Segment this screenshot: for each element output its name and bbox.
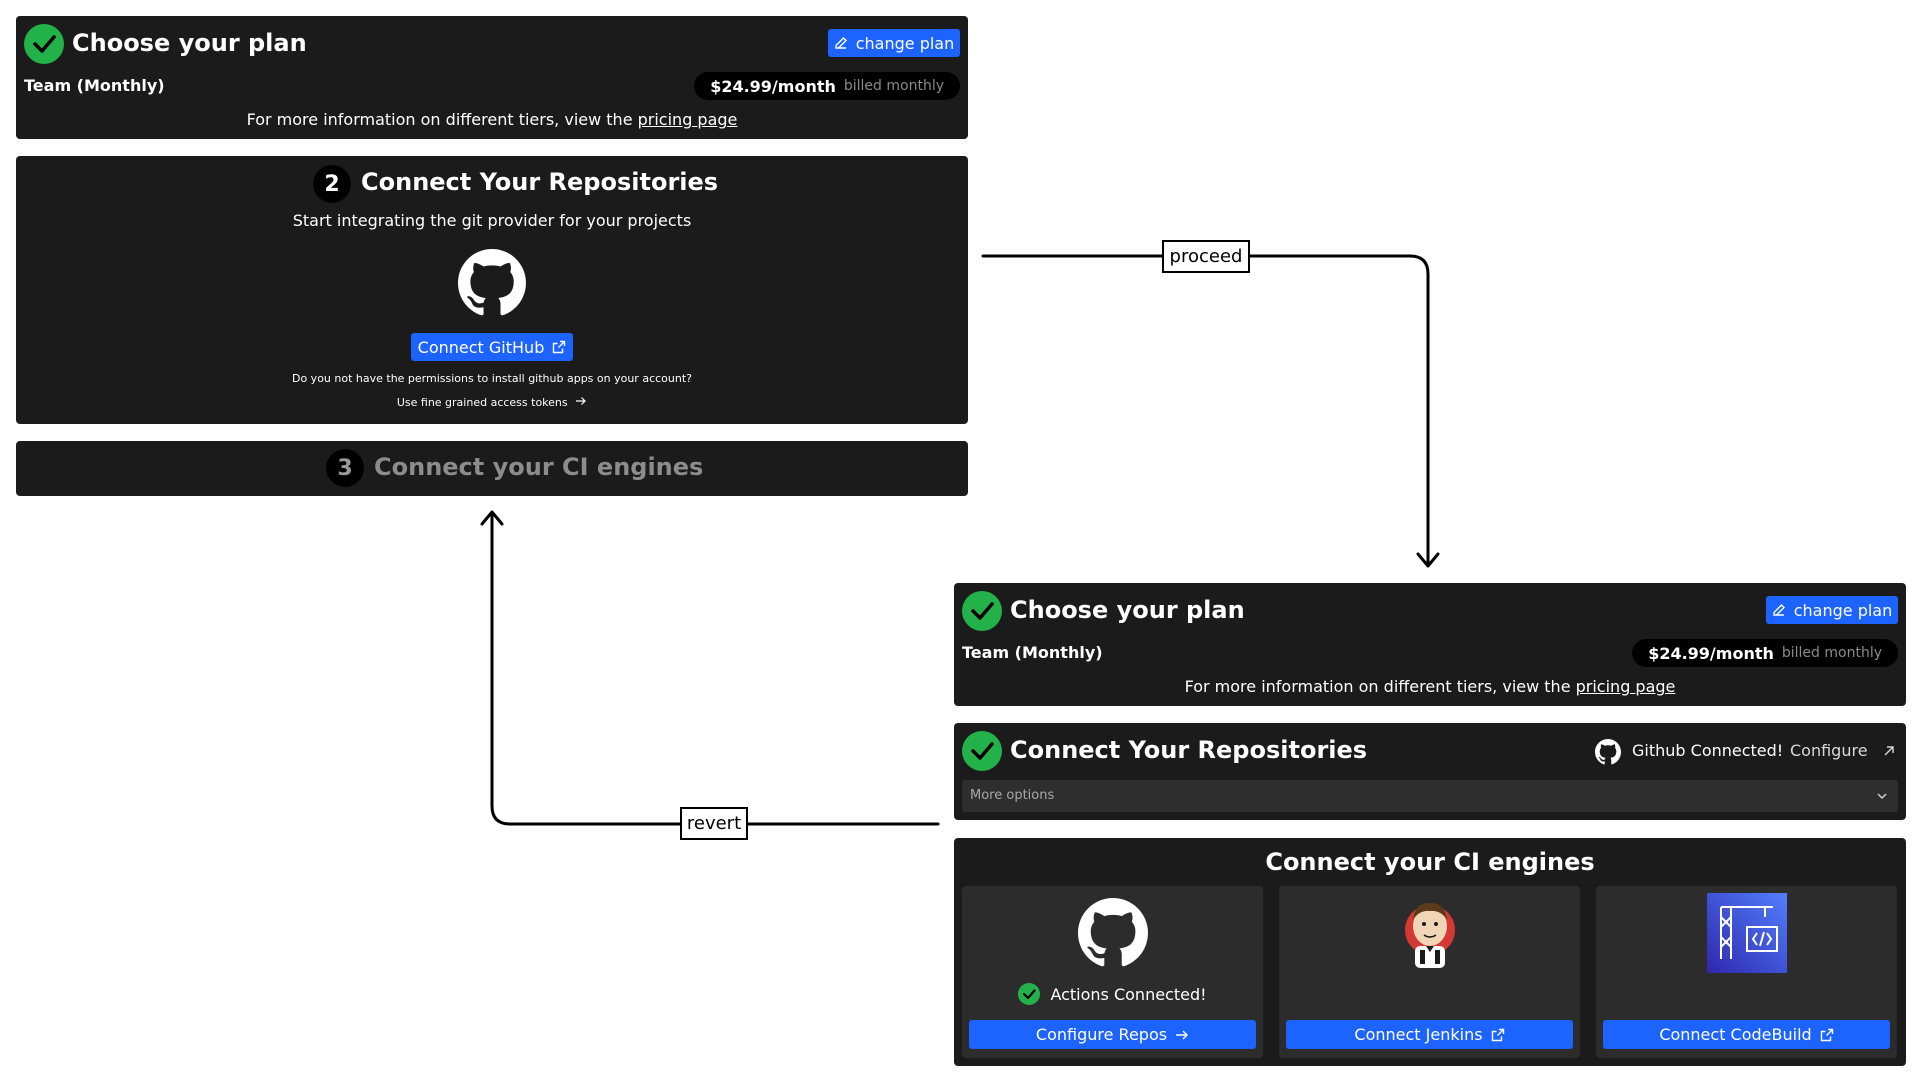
proceed-arrowhead [1416, 552, 1440, 568]
pricing-info: For more information on different tiers,… [16, 110, 968, 129]
price-pill: $24.99/month billed monthly [1632, 639, 1898, 667]
billing-period: billed monthly [1781, 645, 1882, 661]
arrow-right-icon [1176, 1030, 1189, 1039]
after-ci-panel: Connect your CI engines Actions Connecte… [954, 838, 1906, 1066]
before-ci-panel: 3 Connect your CI engines [16, 441, 968, 496]
pricing-info: For more information on different tiers,… [954, 677, 1906, 696]
change-plan-label: change plan [1793, 600, 1893, 620]
pencil-icon [1773, 604, 1785, 616]
actions-connected-label: Actions Connected! [1050, 984, 1207, 1004]
revert-label: revert [680, 807, 748, 840]
github-icon [458, 249, 526, 316]
connect-jenkins-button[interactable]: Connect Jenkins [1286, 1020, 1573, 1049]
pricing-page-link[interactable]: pricing page [637, 110, 738, 129]
repos-title: Connect Your Repositories [361, 168, 719, 196]
before-repos-panel: 2 Connect Your Repositories Start integr… [16, 156, 968, 424]
external-link-icon [553, 340, 566, 354]
proceed-arrow [981, 254, 1430, 566]
connect-github-button[interactable]: Connect GitHub [411, 333, 573, 361]
change-plan-button[interactable]: change plan [828, 29, 960, 57]
connect-codebuild-label: Connect CodeBuild [1659, 1025, 1812, 1044]
codebuild-icon [1707, 893, 1787, 973]
billing-period: billed monthly [843, 78, 944, 94]
pricing-page-link[interactable]: pricing page [1575, 677, 1676, 696]
change-plan-label: change plan [855, 33, 955, 53]
github-icon [1595, 739, 1621, 765]
check-circle-icon [962, 731, 1002, 771]
plan-title: Choose your plan [1010, 596, 1245, 624]
arrow-right-icon [576, 397, 586, 405]
configure-repos-button[interactable]: Configure Repos [969, 1020, 1256, 1049]
connect-jenkins-label: Connect Jenkins [1354, 1025, 1483, 1044]
pricing-info-text: For more information on different tiers,… [246, 110, 638, 129]
step-number-badge: 2 [313, 165, 351, 203]
price-value: $24.99/month [710, 76, 836, 96]
repos-title: Connect Your Repositories [1010, 736, 1368, 764]
pricing-info-text: For more information on different tiers,… [1184, 677, 1576, 696]
jenkins-icon [1405, 902, 1455, 968]
github-icon [1078, 898, 1148, 967]
permissions-text: Do you not have the permissions to insta… [291, 372, 692, 385]
ci-title: Connect your CI engines [374, 453, 704, 481]
pencil-icon [835, 37, 847, 49]
plan-title: Choose your plan [72, 29, 307, 57]
check-circle-icon [24, 24, 64, 64]
after-plan-panel: Choose your plan change plan Team (Month… [954, 583, 1906, 706]
configure-link[interactable]: Configure [1790, 741, 1896, 760]
revert-arrow [490, 512, 940, 826]
github-connected-status: Github Connected! [1632, 741, 1784, 760]
arrow-up-right-icon [1884, 745, 1894, 755]
external-link-icon [1820, 1028, 1833, 1041]
access-tokens-link[interactable]: Use fine grained access tokens [16, 396, 968, 409]
connect-codebuild-button[interactable]: Connect CodeBuild [1603, 1020, 1890, 1049]
after-repos-panel: Connect Your Repositories Github Connect… [954, 723, 1906, 820]
actions-connected-status: Actions Connected! [962, 983, 1263, 1005]
price-pill: $24.99/month billed monthly [694, 72, 960, 100]
step-number-badge: 3 [326, 449, 364, 487]
ci-card-jenkins: Connect Jenkins [1279, 886, 1580, 1058]
plan-name: Team (Monthly) [962, 643, 1103, 662]
connect-github-label: Connect GitHub [417, 337, 545, 357]
revert-arrowhead [480, 510, 504, 526]
plan-name: Team (Monthly) [24, 76, 165, 95]
ci-card-github-actions: Actions Connected! Configure Repos [962, 886, 1263, 1058]
more-options-label: More options [970, 788, 1055, 803]
external-link-icon [1491, 1028, 1504, 1041]
chevron-down-icon [1877, 793, 1887, 800]
price-value: $24.99/month [1648, 643, 1774, 663]
ci-card-codebuild: Connect CodeBuild [1596, 886, 1897, 1058]
check-circle-icon [1018, 983, 1041, 1005]
repos-subtitle: Start integrating the git provider for y… [292, 211, 692, 230]
check-circle-icon [962, 591, 1002, 631]
configure-repos-label: Configure Repos [1035, 1025, 1168, 1044]
access-tokens-label: Use fine grained access tokens [396, 396, 568, 409]
configure-label: Configure [1790, 741, 1868, 760]
proceed-label: proceed [1162, 240, 1250, 273]
ci-title: Connect your CI engines [1265, 848, 1595, 876]
change-plan-button[interactable]: change plan [1766, 596, 1898, 624]
before-plan-panel: Choose your plan change plan Team (Month… [16, 16, 968, 139]
more-options-dropdown[interactable]: More options [962, 780, 1898, 812]
